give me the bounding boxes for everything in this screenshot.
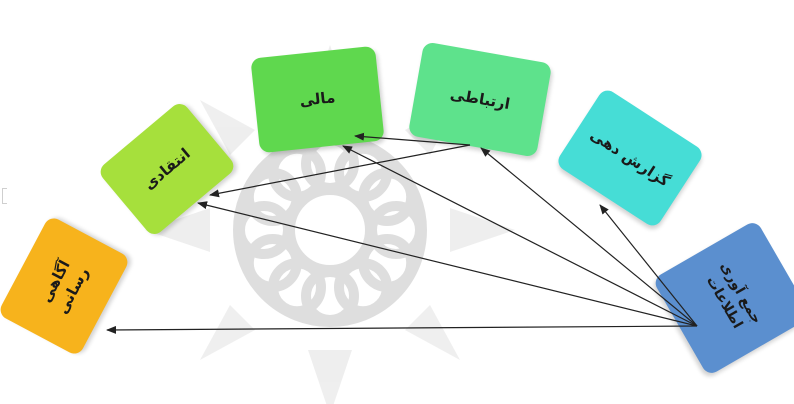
watermark-petal [235, 201, 293, 259]
arrow-communication-to-financial [354, 132, 471, 146]
arrow-to-awareness [106, 325, 698, 334]
watermark-petal [243, 234, 302, 292]
watermark-petal [334, 143, 392, 202]
arrow-to-critical-from-source [197, 201, 698, 327]
watermark-petal [367, 201, 425, 259]
watermark-petal [334, 258, 392, 317]
arrow-to-communication [480, 147, 698, 327]
watermark-petal [358, 234, 417, 292]
watermark-petal [301, 267, 359, 325]
arrow-to-reporting [599, 204, 698, 327]
arrow-to-financial-from-source [342, 145, 698, 327]
edge-bracket [2, 188, 7, 204]
arrow-communication-to-critical [209, 144, 471, 198]
watermark-petal [358, 168, 417, 226]
watermark-petal [268, 258, 326, 317]
